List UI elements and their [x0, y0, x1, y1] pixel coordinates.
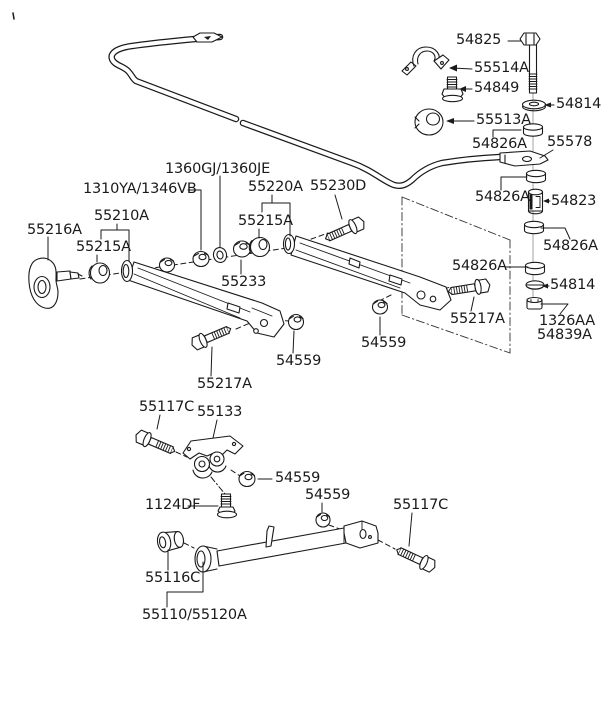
part-label-55578: 55578 — [547, 134, 593, 150]
pivot-bracket-55133 — [182, 435, 244, 479]
arm-bolt-55217a-left — [191, 325, 232, 351]
part-label-55217a-right: 55217A — [450, 311, 505, 327]
bolt-55117c-right — [396, 547, 436, 573]
part-label-54559-bracket: 54559 — [275, 470, 321, 486]
part-label-55110-55120a: 55110/55120A — [142, 607, 247, 623]
trailing-arm-right — [282, 233, 452, 311]
bushing-55116c — [156, 530, 185, 553]
part-label-55216a: 55216A — [27, 222, 82, 238]
part-label-54825: 54825 — [456, 32, 502, 48]
part-label-54839a: 54839A — [537, 327, 592, 343]
part-label-55215a-right: 55215A — [238, 213, 293, 229]
part-label-1326aa: 1326AA — [539, 313, 595, 329]
part-label-54559-right: 54559 — [361, 335, 407, 351]
bushing-55215a-right — [248, 236, 271, 258]
part-label-55210a: 55210A — [94, 208, 149, 224]
part-label-55133: 55133 — [197, 404, 243, 420]
part-label-1310ya: 1310YA/1346VB — [83, 181, 197, 197]
part-label-55217a-left: 55217A — [197, 376, 252, 392]
bushing-54826a-3 — [523, 220, 545, 235]
lateral-rod-55110 — [194, 520, 379, 573]
corner-tick — [12, 12, 15, 20]
part-label-54814-upper: 54814 — [556, 96, 602, 112]
trailing-arm-left — [120, 259, 285, 338]
part-label-54826a-3: 54826A — [543, 238, 598, 254]
arm-bolt-55217a-right — [447, 278, 491, 296]
anchor-plate-55216a — [28, 257, 83, 309]
part-label-1124df: 1124DF — [145, 497, 201, 513]
nut-55233 — [232, 240, 252, 258]
assembly-axis-dashes — [79, 232, 451, 550]
washer-54814-lower — [525, 280, 545, 290]
leader-lines — [47, 40, 571, 608]
bushing-55215a-left — [88, 262, 111, 284]
part-label-55220a: 55220A — [248, 179, 303, 195]
clamp-bracket-55514a — [401, 46, 450, 76]
part-label-55215a-left: 55215A — [76, 239, 131, 255]
nut-54839a — [526, 296, 543, 310]
bushing-54826a-4 — [524, 261, 546, 276]
part-label-55513a: 55513A — [476, 112, 531, 128]
part-label-54826a-1: 54826A — [472, 136, 527, 152]
nut-54559-rod — [315, 512, 331, 528]
bushing-54826a-2 — [525, 169, 547, 184]
bolt-1124df — [216, 493, 238, 519]
stabilizer-bar — [108, 32, 549, 190]
bushing-55513a — [414, 108, 444, 136]
bolt-55117c-left — [135, 429, 176, 455]
part-label-55117c-left: 55117C — [139, 399, 195, 415]
part-label-55230d: 55230D — [310, 178, 367, 194]
part-label-54823: 54823 — [551, 193, 597, 209]
bolt-54849 — [441, 76, 464, 103]
part-label-55116c: 55116C — [145, 570, 201, 586]
part-label-54826a-4: 54826A — [452, 258, 507, 274]
part-label-54826a-2: 54826A — [475, 189, 530, 205]
part-label-55233: 55233 — [221, 274, 267, 290]
part-label-55117c-right: 55117C — [393, 497, 449, 513]
part-label-54849: 54849 — [474, 80, 520, 96]
arm-bolt-55230d — [324, 216, 365, 242]
nut-54559-right — [371, 299, 389, 315]
part-label-54814-lower: 54814 — [550, 277, 596, 293]
link-bolt-54825 — [519, 32, 541, 94]
link-sleeve-54823 — [527, 188, 544, 215]
washer-1360gj — [212, 246, 228, 264]
nut-54559-bracket — [238, 470, 256, 488]
reference-plane — [401, 196, 511, 354]
part-label-54559-mid: 54559 — [276, 353, 322, 369]
part-label-55514a: 55514A — [474, 60, 529, 76]
part-label-54559-rod: 54559 — [305, 487, 351, 503]
bushing-54826a-1 — [522, 123, 544, 137]
nut-54559-mid — [287, 313, 305, 331]
leader-arrowheads — [446, 64, 551, 289]
part-label-1360gj: 1360GJ/1360JE — [165, 161, 271, 177]
nut-1310ya — [192, 250, 210, 268]
